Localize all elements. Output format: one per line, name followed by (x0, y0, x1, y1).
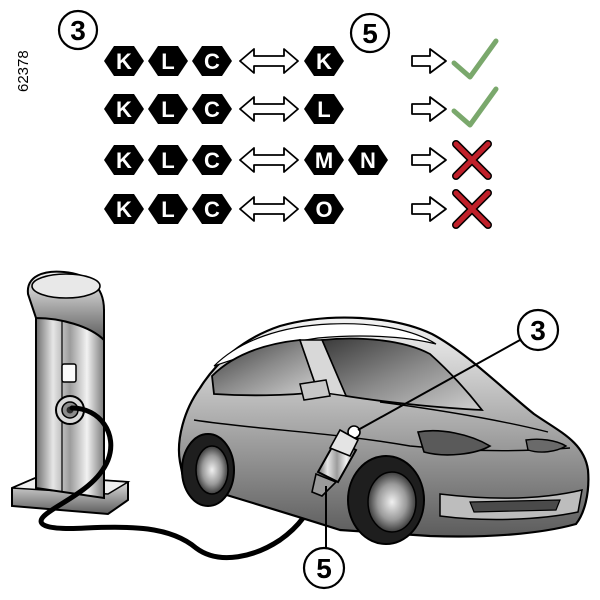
plug-type-hex: L (148, 94, 188, 124)
double-arrow-icon (239, 196, 299, 222)
plug-type-hex: L (148, 46, 188, 76)
callout-vehicle-side: 3 (516, 308, 560, 352)
plug-type-hex-label: C (204, 97, 220, 122)
plug-type-hex-label: L (161, 97, 174, 122)
electric-car (177, 316, 590, 545)
socket-type-hex: O (304, 194, 344, 224)
double-arrow-icon (239, 96, 299, 122)
callout-vehicle-side-label: 3 (530, 315, 546, 346)
plug-type-hex: K (104, 94, 144, 124)
figure-code: 62378 (15, 50, 32, 92)
plug-type-hex: C (192, 94, 232, 124)
socket-type-hex-label: L (317, 97, 330, 122)
arrow-right-icon (411, 96, 447, 122)
callout-plug-side: 5 (302, 546, 346, 590)
callout-plug-side-label: 5 (316, 553, 332, 584)
charging-cable (38, 405, 321, 561)
socket-type-hex-label: K (316, 49, 332, 74)
socket-type-hex: N (348, 145, 388, 175)
plug-type-hex-label: K (116, 148, 132, 173)
double-arrow-icon (239, 147, 299, 173)
callout-socket-top-label: 5 (362, 18, 378, 49)
plug-type-hex: K (104, 194, 144, 224)
plug-type-hex-label: L (161, 49, 174, 74)
socket-type-hex: K (304, 46, 344, 76)
socket-type-hex-label: N (360, 148, 376, 173)
plug-type-hex: C (192, 145, 232, 175)
callout-vehicle-side-leader (357, 339, 521, 431)
charging-station (11, 270, 131, 516)
socket-type-hex: L (304, 94, 344, 124)
plug-type-hex-label: K (116, 49, 132, 74)
socket-type-hex-label: M (315, 148, 333, 173)
plug-type-hex: K (104, 46, 144, 76)
check-mark-icon (451, 38, 499, 80)
callout-plug-top-label: 3 (70, 15, 86, 46)
plug-type-hex-label: K (116, 197, 132, 222)
arrow-right-icon (411, 147, 447, 173)
plug-type-hex-label: K (116, 97, 132, 122)
socket-type-hex-label: O (315, 197, 332, 222)
double-arrow-icon (239, 48, 299, 74)
check-mark-icon (451, 86, 499, 128)
cross-mark-icon (452, 189, 492, 229)
socket-type-hex: M (304, 145, 344, 175)
callout-socket-top: 5 (349, 12, 391, 54)
plug-type-hex-label: C (204, 148, 220, 173)
charging-plug (311, 428, 360, 497)
plug-type-hex: C (192, 46, 232, 76)
cross-mark-icon (452, 140, 492, 180)
plug-type-hex: C (192, 194, 232, 224)
arrow-right-icon (411, 196, 447, 222)
plug-type-hex-label: L (161, 148, 174, 173)
plug-type-hex-label: L (161, 197, 174, 222)
callout-plug-top: 3 (57, 9, 99, 51)
plug-type-hex: K (104, 145, 144, 175)
plug-type-hex: L (148, 194, 188, 224)
arrow-right-icon (411, 48, 447, 74)
plug-type-hex-label: C (204, 49, 220, 74)
plug-type-hex-label: C (204, 197, 220, 222)
plug-type-hex: L (148, 145, 188, 175)
